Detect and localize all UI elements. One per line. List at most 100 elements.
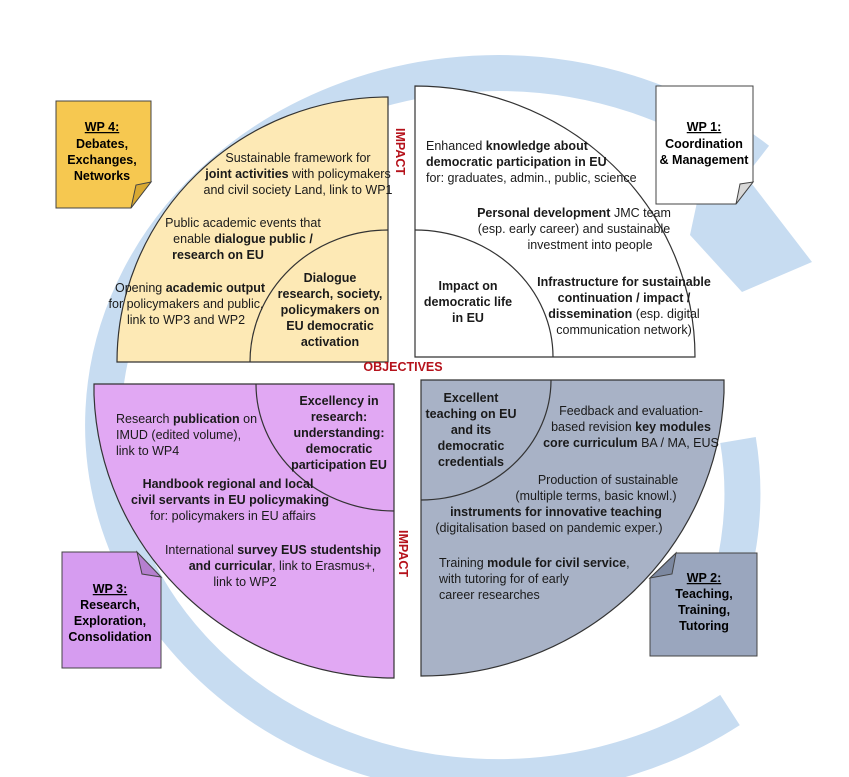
wp2-line3: Tutoring <box>679 619 729 633</box>
br-obj-line5: credentials <box>438 455 504 469</box>
tr-p3-line4: communication network) <box>556 323 691 337</box>
wp3-note-fold <box>136 550 163 578</box>
quadrant-top-left-shape <box>116 96 389 363</box>
tl-p1-line3: and civil society Land, link to WP1 <box>204 183 393 197</box>
tl-obj-line4: EU democratic <box>286 319 374 333</box>
top-left-text: Sustainable framework for joint activiti… <box>109 151 393 349</box>
bl-obj-line1: Excellency in <box>299 394 378 408</box>
quadrant-top-left <box>116 96 389 363</box>
bl-obj-line5: participation EU <box>291 458 387 472</box>
tr-obj-line3: in EU <box>452 311 484 325</box>
top-right-text: Enhanced knowledge about democratic part… <box>424 139 711 337</box>
tl-p3-line2: for policymakers and public, <box>109 297 264 311</box>
wp1-line2: & Management <box>660 153 750 167</box>
objective-bottom-right-arc <box>420 379 552 501</box>
quadrant-bottom-left <box>93 383 395 679</box>
bottom-left-text: Research publication on IMUD (edited vol… <box>116 394 387 589</box>
tr-p1-line1: Enhanced knowledge about <box>426 139 589 153</box>
tr-p2-line3: investment into people <box>527 238 652 252</box>
objective-top-right-arc <box>414 229 554 358</box>
tl-obj-line3: policymakers on <box>281 303 380 317</box>
quadrant-bottom-left-shape <box>93 383 395 679</box>
bottom-right-text: Excellent teaching on EU and its democra… <box>426 391 719 602</box>
br-p1-line3: core curriculum BA / MA, EUS <box>543 436 719 450</box>
wp4-line1: Debates, <box>76 137 128 151</box>
tl-obj-line1: Dialogue <box>304 271 357 285</box>
wp2-title: WP 2: <box>687 571 722 585</box>
br-p2-line1: Production of sustainable <box>538 473 678 487</box>
bl-obj-line2: research: <box>311 410 367 424</box>
br-obj-line1: Excellent <box>444 391 500 405</box>
br-p2-line3: instruments for innovative teaching <box>450 505 662 519</box>
br-p2-line2: (multiple terms, basic knowl.) <box>515 489 676 503</box>
objective-top-left-arc <box>249 229 388 362</box>
br-p1-line2: based revision key modules <box>551 420 711 434</box>
tl-p1-line1: Sustainable framework for <box>225 151 370 165</box>
tr-p1-line2: democratic participation in EU <box>426 155 607 169</box>
tl-p3-line3: link to WP3 and WP2 <box>127 313 245 327</box>
wp4-note: WP 4: Debates, Exchanges, Networks <box>55 100 153 209</box>
wp1-note-fold <box>735 181 755 205</box>
br-p2-line4: (digitalisation based on pandemic exper.… <box>435 521 662 535</box>
tl-p3-line1: Opening academic output <box>115 281 266 295</box>
bl-p3-line1: International survey EUS studentship <box>165 543 381 557</box>
wp1-line1: Coordination <box>665 137 743 151</box>
tr-p3-line2: continuation / impact / <box>558 291 691 305</box>
wp2-line2: Training, <box>678 603 730 617</box>
bl-p1-line1: Research publication on <box>116 412 257 426</box>
tr-p2-line2: (esp. early career) and sustainable <box>478 222 671 236</box>
br-p3-line1: Training module for civil service, <box>439 556 630 570</box>
tr-p2-line1: Personal development JMC team <box>477 206 671 220</box>
br-obj-line4: democratic <box>438 439 505 453</box>
impact-top-label: IMPACT <box>393 128 407 175</box>
tl-obj-line2: research, society, <box>278 287 383 301</box>
wp3-note: WP 3: Research, Exploration, Consolidati… <box>61 550 163 669</box>
bl-p3-line3: link to WP2 <box>213 575 276 589</box>
tr-p3-line3: dissemination (esp. digital <box>548 307 699 321</box>
bl-p2-line3: for: policymakers in EU affairs <box>150 509 316 523</box>
wp4-title: WP 4: <box>85 120 120 134</box>
tr-p3-line1: Infrastructure for sustainable <box>537 275 711 289</box>
br-p3-line2: with tutoring for of early <box>438 572 570 586</box>
wp3-line2: Exploration, <box>74 614 146 628</box>
bl-obj-line4: democratic <box>306 442 373 456</box>
objective-bottom-left-arc <box>255 383 395 512</box>
tl-p2-line2: enable dialogue public / <box>173 232 313 246</box>
tl-p2-line1: Public academic events that <box>165 216 321 230</box>
wp4-line2: Exchanges, <box>67 153 136 167</box>
bl-p1-line2: IMUD (edited volume), <box>116 428 241 442</box>
br-p3-line3: career researches <box>439 588 540 602</box>
bl-p2-line2: civil servants in EU policymaking <box>131 493 329 507</box>
br-p1-line1: Feedback and evaluation- <box>559 404 703 418</box>
wp3-note-shape <box>61 551 162 669</box>
tl-obj-line5: activation <box>301 335 359 349</box>
wp2-line1: Teaching, <box>675 587 732 601</box>
wp2-note: WP 2: Teaching, Training, Tutoring <box>648 551 758 657</box>
quadrant-top-right <box>414 85 696 358</box>
bl-p3-line2: and curricular, link to Erasmus+, <box>189 559 376 573</box>
br-obj-line2: teaching on EU <box>426 407 517 421</box>
wp4-note-fold <box>130 181 153 209</box>
wp2-note-fold <box>648 551 677 579</box>
wp1-note: WP 1: Coordination & Management <box>655 85 755 205</box>
wp3-line1: Research, <box>80 598 140 612</box>
br-obj-line3: and its <box>451 423 491 437</box>
tr-obj-line2: democratic life <box>424 295 512 309</box>
tl-p1-line2: joint activities with policymakers <box>204 167 390 181</box>
tl-p2-line3: research on EU <box>172 248 264 262</box>
objectives-label: OBJECTIVES <box>363 360 442 374</box>
wp3-title: WP 3: <box>93 582 128 596</box>
quadrant-bottom-right <box>420 379 725 677</box>
bl-p1-line3: link to WP4 <box>116 444 179 458</box>
impact-bottom-label: IMPACT <box>396 530 410 577</box>
quadrant-bottom-right-shape <box>420 379 725 677</box>
quadrant-top-right-shape <box>414 85 696 358</box>
tl-objective: Dialogue research, society, policymakers… <box>278 271 383 349</box>
bl-p2-line1: Handbook regional and local <box>143 477 314 491</box>
wp3-line3: Consolidation <box>68 630 151 644</box>
wp4-line3: Networks <box>74 169 130 183</box>
bl-obj-line3: understanding: <box>294 426 385 440</box>
tr-obj-line1: Impact on <box>438 279 497 293</box>
